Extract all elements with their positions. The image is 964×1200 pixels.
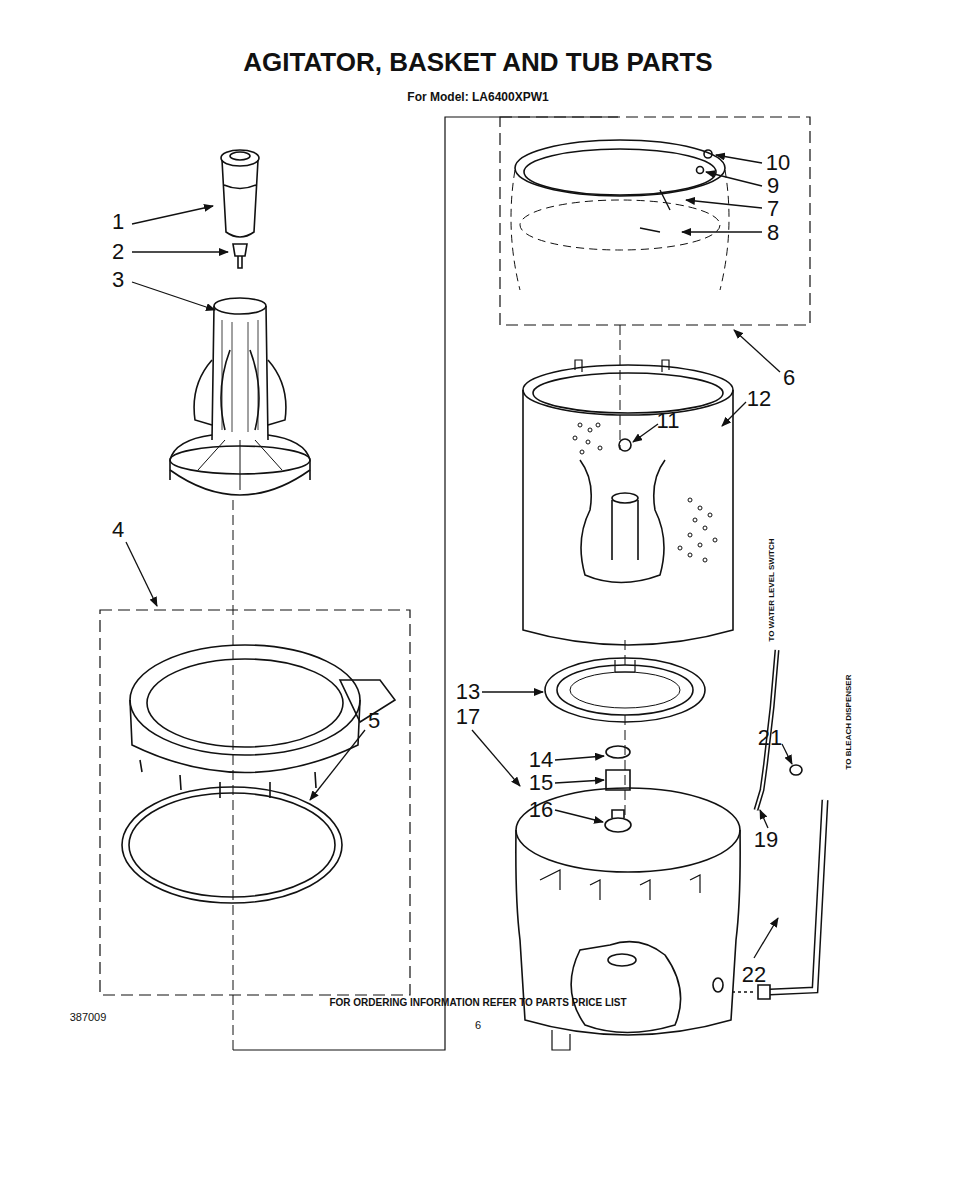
callout-number: 19 bbox=[754, 829, 778, 851]
callout-number: 1 bbox=[112, 211, 124, 233]
page-title: AGITATOR, BASKET AND TUB PARTS bbox=[243, 49, 712, 75]
callout-number: 2 bbox=[112, 241, 124, 263]
document-number: 387009 bbox=[70, 1012, 107, 1023]
callout-number: 17 bbox=[456, 706, 480, 728]
callout-number: 15 bbox=[529, 772, 553, 794]
callout-number: 11 bbox=[657, 410, 680, 432]
callout-number: 4 bbox=[112, 519, 124, 541]
page-number: 6 bbox=[475, 1020, 481, 1031]
callout-number: 7 bbox=[767, 198, 779, 220]
callout-number: 22 bbox=[742, 964, 766, 986]
callout-number: 10 bbox=[766, 152, 790, 174]
callout-number: 16 bbox=[529, 799, 553, 821]
callout-number: 21 bbox=[758, 727, 782, 749]
model-line: For Model: LA6400XPW1 bbox=[407, 91, 548, 103]
callout-number: 13 bbox=[456, 681, 480, 703]
callout-number: 12 bbox=[747, 388, 771, 410]
footer-note: FOR ORDERING INFORMATION REFER TO PARTS … bbox=[329, 998, 626, 1008]
callout-number: 9 bbox=[767, 175, 779, 197]
callout-number: 8 bbox=[767, 222, 779, 244]
callout-number: 5 bbox=[368, 710, 380, 732]
callout-number: 14 bbox=[529, 749, 553, 771]
hose-destination: TO BLEACH DISPENSER bbox=[845, 675, 853, 770]
hose-destination: TO WATER LEVEL SWITCH bbox=[768, 538, 776, 641]
callout-number: 3 bbox=[112, 269, 124, 291]
callout-number: 6 bbox=[783, 367, 795, 389]
